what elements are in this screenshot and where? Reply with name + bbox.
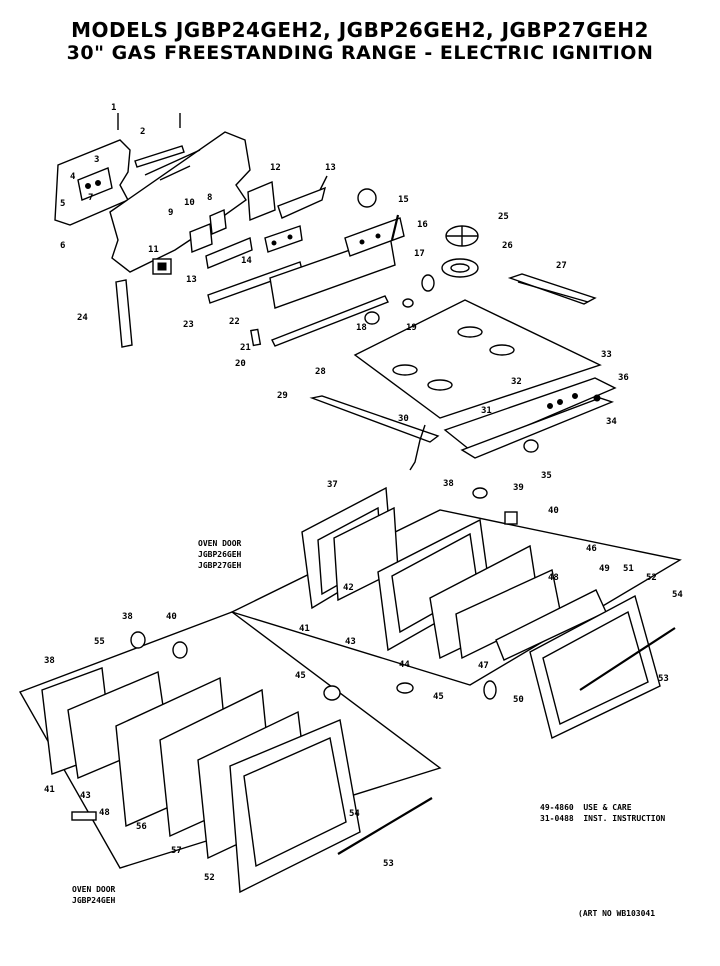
- callout-25: 25: [498, 212, 509, 222]
- callout-3: 3: [94, 155, 99, 165]
- callout-53a: 53: [658, 674, 669, 684]
- callout-45a: 45: [433, 692, 444, 702]
- callout-53b: 53: [383, 859, 394, 869]
- callout-24: 24: [77, 313, 88, 323]
- callout-12: 12: [270, 163, 281, 173]
- callout-17: 17: [414, 249, 425, 259]
- callout-48b: 48: [99, 808, 110, 818]
- callout-31: 31: [481, 406, 492, 416]
- callout-9: 9: [168, 208, 173, 218]
- callout-6: 6: [60, 241, 65, 251]
- callout-48a: 48: [548, 573, 559, 583]
- callout-38c: 38: [44, 656, 55, 666]
- literature-list: 49-4860 USE & CARE 31-0488 INST. INSTRUC…: [540, 803, 666, 823]
- callout-27: 27: [556, 261, 567, 271]
- callout-57: 57: [171, 846, 182, 856]
- callout-35: 35: [541, 471, 552, 481]
- oven-door-upper: [230, 486, 682, 740]
- callout-36: 36: [618, 373, 629, 383]
- callout-14: 14: [241, 256, 252, 266]
- callout-54b: 54: [349, 809, 360, 819]
- callout-34: 34: [606, 417, 617, 427]
- callout-28: 28: [315, 367, 326, 377]
- callout-44: 44: [399, 660, 410, 670]
- callout-33: 33: [601, 350, 612, 360]
- oven-door-upper-label: OVEN DOOR JGBP26GEH JGBP27GEH: [198, 539, 242, 570]
- diagram-title: MODELS JGBP24GEH2, JGBP26GEH2, JGBP27GEH…: [71, 18, 649, 42]
- art-number: (ART NO WB103041: [578, 909, 656, 918]
- callout-50: 50: [513, 695, 524, 705]
- callout-13b: 13: [186, 275, 197, 285]
- callout-41b: 41: [44, 785, 55, 795]
- callout-38b: 38: [122, 612, 133, 622]
- callout-32: 32: [511, 377, 522, 387]
- callout-38a: 38: [443, 479, 454, 489]
- callout-51: 51: [623, 564, 634, 574]
- callout-16: 16: [417, 220, 428, 230]
- callout-55: 55: [94, 637, 105, 647]
- callout-29: 29: [277, 391, 288, 401]
- part-callouts: 1 2 3 4 5 6 7 8 9 10 11 12 13 13 14 15 1…: [44, 103, 683, 883]
- callout-43b: 43: [80, 791, 91, 801]
- callout-42: 42: [343, 583, 354, 593]
- callout-21: 21: [240, 343, 251, 353]
- cooktop-assembly: [309, 299, 617, 471]
- callout-39: 39: [513, 483, 524, 493]
- callout-2: 2: [140, 127, 145, 137]
- callout-5: 5: [60, 199, 65, 209]
- callout-23: 23: [183, 320, 194, 330]
- callout-26: 26: [502, 241, 513, 251]
- callout-54a: 54: [672, 590, 683, 600]
- diagram-subtitle: 30" GAS FREESTANDING RANGE - ELECTRIC IG…: [66, 42, 654, 64]
- callout-7: 7: [88, 193, 93, 203]
- oven-door-lower: [18, 611, 442, 894]
- callout-4: 4: [70, 172, 76, 182]
- callout-43a: 43: [345, 637, 356, 647]
- callout-10: 10: [184, 198, 195, 208]
- callout-47: 47: [478, 661, 489, 671]
- callout-52b: 52: [204, 873, 215, 883]
- callout-20: 20: [235, 359, 246, 369]
- callout-41a: 41: [299, 624, 310, 634]
- callout-1: 1: [111, 103, 116, 113]
- callout-19: 19: [406, 323, 417, 333]
- callout-56: 56: [136, 822, 147, 832]
- callout-11: 11: [148, 245, 159, 255]
- callout-30: 30: [398, 414, 409, 424]
- callout-52a: 52: [646, 573, 657, 583]
- callout-8: 8: [207, 193, 212, 203]
- callout-13a: 13: [325, 163, 336, 173]
- backguard-assembly: [54, 113, 597, 348]
- callout-45b: 45: [295, 671, 306, 681]
- oven-door-lower-label: OVEN DOOR JGBP24GEH: [72, 885, 116, 905]
- callout-49: 49: [599, 564, 610, 574]
- callout-40b: 40: [166, 612, 177, 622]
- callout-46: 46: [586, 544, 597, 554]
- callout-40a: 40: [548, 506, 559, 516]
- callout-15: 15: [398, 195, 409, 205]
- callout-37: 37: [327, 480, 338, 490]
- callout-18: 18: [356, 323, 367, 333]
- callout-22: 22: [229, 317, 240, 327]
